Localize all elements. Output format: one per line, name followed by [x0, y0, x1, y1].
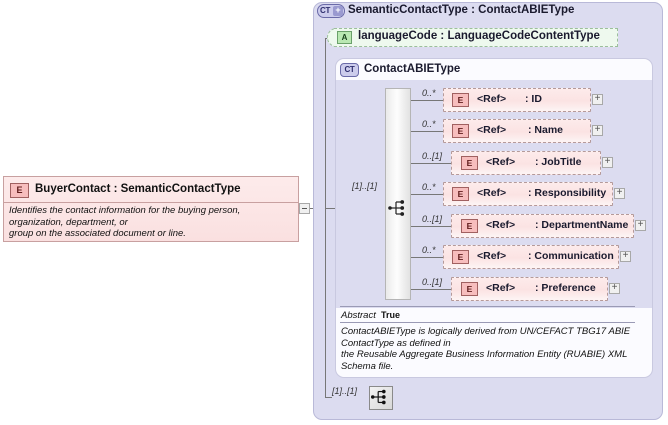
element-name-label: : DepartmentName: [535, 219, 629, 231]
element-badge-icon: E: [461, 219, 478, 233]
complextype-badge-icon: CT: [340, 63, 359, 77]
element-name-label: : Communication: [528, 250, 614, 262]
buyer-contact-title: BuyerContact : SemanticContactType: [35, 183, 241, 195]
abstract-value: True: [381, 310, 401, 320]
child-cardinality: 0..[1]: [422, 214, 443, 224]
buyer-contact-documentation: Identifies the contact information for t…: [9, 205, 241, 239]
connector-line: [411, 194, 443, 195]
element-badge-icon: E: [452, 250, 469, 264]
element-badge-icon: E: [452, 124, 469, 138]
connector-line: [411, 131, 443, 132]
buyer-contact-element-box[interactable]: [3, 176, 299, 242]
element-name-label: : JobTitle: [535, 156, 582, 168]
child-cardinality: 0..*: [422, 182, 436, 192]
connector-line: [411, 257, 443, 258]
element-name-label: : Preference: [535, 282, 596, 294]
element-ref-label: <Ref>: [477, 124, 507, 136]
abstract-label: Abstract: [341, 310, 376, 321]
sequence-compositor-icon[interactable]: [387, 197, 409, 219]
attribute-row-languagecode[interactable]: [334, 28, 618, 47]
child-cardinality: 0..*: [422, 88, 436, 98]
connector-line: [411, 100, 443, 101]
divider: [340, 322, 635, 323]
attribute-label: languageCode : LanguageCodeContentType: [358, 30, 600, 42]
connector-line: [411, 289, 451, 290]
element-name-label: : Name: [528, 124, 564, 136]
child-cardinality: 0..[1]: [422, 277, 443, 287]
expand-icon[interactable]: [614, 187, 625, 199]
element-row-communication[interactable]: [443, 245, 619, 269]
connector-line: [411, 163, 451, 164]
child-cardinality: 0..*: [422, 119, 436, 129]
expand-icon[interactable]: [592, 124, 603, 136]
element-badge-icon: E: [461, 282, 478, 296]
expand-icon[interactable]: [602, 156, 613, 168]
element-row-responsibility[interactable]: [443, 182, 613, 206]
connector-line: [325, 397, 332, 398]
compositor-cardinality: [1]..[1]: [352, 181, 378, 191]
complextype-expand-icon[interactable]: CT +: [317, 4, 345, 18]
element-badge-icon: E: [452, 93, 469, 107]
attribute-badge-icon: A: [337, 31, 352, 44]
sequence-compositor-icon[interactable]: [369, 386, 393, 410]
connector-line: [325, 38, 326, 398]
complextype-badge-label: CT: [320, 6, 331, 15]
element-badge-icon: E: [461, 156, 478, 170]
element-ref-label: <Ref>: [477, 250, 507, 262]
minus-collapse-icon[interactable]: [299, 203, 310, 214]
element-row-departmentname[interactable]: [451, 214, 634, 238]
expand-icon[interactable]: [592, 93, 603, 105]
type-annotation: ContactABIEType is logically derived fro…: [341, 326, 631, 372]
connector-line: [325, 208, 340, 209]
expand-icon[interactable]: [635, 219, 646, 231]
element-name-label: : Responsibility: [528, 187, 607, 199]
element-name-label: : ID: [525, 93, 542, 105]
plus-icon: +: [333, 6, 343, 16]
semantic-contact-type-title: SemanticContactType : ContactABIEType: [348, 4, 575, 16]
child-cardinality: 0..[1]: [422, 151, 443, 161]
expand-icon[interactable]: [620, 250, 631, 262]
element-ref-label: <Ref>: [486, 156, 516, 168]
bottom-compositor-cardinality: [1]..[1]: [332, 386, 358, 396]
element-badge-icon: E: [452, 187, 469, 201]
connector-line: [411, 226, 451, 227]
child-cardinality: 0..*: [422, 245, 436, 255]
divider: [340, 306, 635, 307]
sequence-bar: [385, 88, 411, 300]
element-ref-label: <Ref>: [477, 93, 507, 105]
element-ref-label: <Ref>: [477, 187, 507, 199]
expand-icon[interactable]: [609, 282, 620, 294]
element-badge-icon: E: [10, 183, 29, 198]
contact-abie-type-title: ContactABIEType: [364, 63, 461, 75]
element-ref-label: <Ref>: [486, 282, 516, 294]
element-ref-label: <Ref>: [486, 219, 516, 231]
divider: [4, 202, 298, 203]
